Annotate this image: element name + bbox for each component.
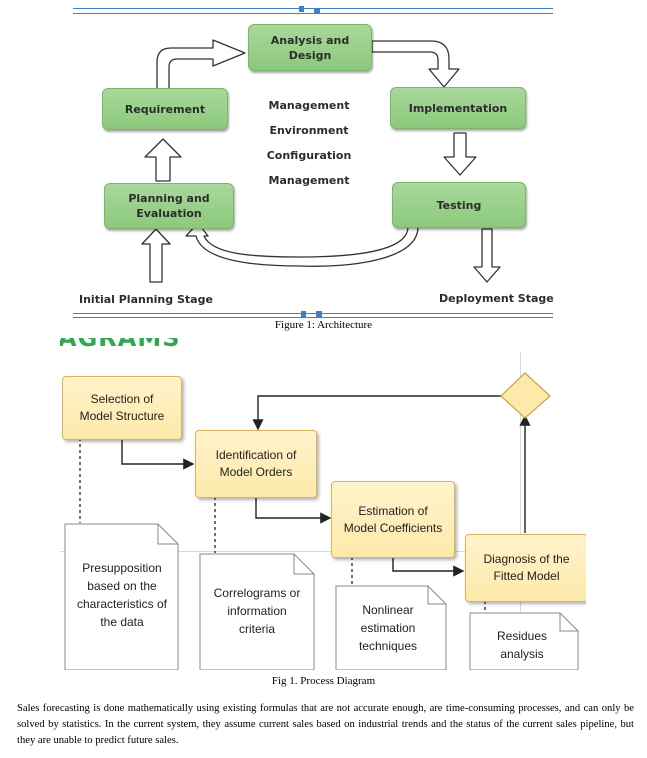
- architecture-arrows: [141, 39, 501, 283]
- note-residues-text: Residues analysis: [496, 629, 548, 661]
- arrow-implementation-to-testing: [443, 132, 477, 176]
- top-rule-marker: [299, 6, 304, 12]
- caption-figure-2: Fig 1. Process Diagram: [271, 675, 376, 687]
- note-correlograms-shape: [199, 553, 315, 670]
- note-nonlinear-fold: [427, 586, 446, 605]
- note-correlograms-text: Correlograms or information criteria: [213, 586, 301, 636]
- box-requirement: Requirement: [102, 88, 228, 130]
- bottom-rule-marker: [316, 311, 322, 317]
- guide-line: [520, 352, 521, 670]
- connector-estimation-to-diagnosis: [392, 557, 465, 577]
- note-residues-fold: [559, 613, 578, 632]
- note-presupposition-fold: [157, 524, 178, 545]
- bottom-rule-marker: [301, 311, 306, 317]
- note-correlograms-fold: [293, 554, 314, 575]
- center-label-line-3: Configuration: [266, 149, 352, 162]
- arrow-testing-to-deployment: [473, 228, 501, 283]
- connector-selection-to-identification: [121, 439, 195, 470]
- note-nonlinear-shape: [335, 585, 447, 670]
- center-label-line-4: Management: [268, 174, 350, 187]
- arrow-planning-to-requirement: [144, 138, 182, 182]
- body-paragraph: Sales forecasting is done mathematically…: [17, 703, 634, 746]
- arrow-requirement-to-analysis: [156, 39, 246, 91]
- diagram-header-fragment: AGRAMS: [60, 338, 181, 352]
- guide-line: [60, 551, 586, 552]
- process-connectors: [64, 372, 579, 670]
- step-selection-model-structure: Selection of Model Structure: [62, 376, 182, 440]
- connector-identification-to-estimation: [255, 497, 332, 524]
- step-diagnosis-fitted-model: Diagnosis of the Fitted Model: [465, 534, 586, 602]
- note-nonlinear-text: Nonlinear estimation techniques: [358, 603, 418, 653]
- decision-diamond: [500, 372, 551, 419]
- arrow-testing-to-planning-loop: [185, 222, 419, 267]
- note-residues-shape: [469, 612, 579, 670]
- step-identification-model-orders: Identification of Model Orders: [195, 430, 317, 498]
- deployment-stage-label: Deployment Stage: [439, 292, 554, 305]
- bottom-rule: [73, 313, 553, 318]
- center-label-line-2: Environment: [269, 124, 349, 137]
- caption-figure-1: Figure 1: Architecture: [274, 319, 373, 331]
- note-presupposition-shape: [64, 523, 179, 670]
- center-label-line-1: Management: [268, 99, 350, 112]
- arrow-analysis-to-implementation: [371, 40, 460, 88]
- figure-architecture: Analysis and Design Requirement Implemen…: [0, 0, 647, 330]
- box-testing: Testing: [392, 182, 526, 228]
- arrow-initial-to-planning: [141, 228, 171, 283]
- step-estimation-model-coefficients: Estimation of Model Coefficients: [331, 481, 455, 558]
- top-rule: [73, 8, 553, 14]
- box-implementation: Implementation: [390, 87, 526, 129]
- top-rule-marker: [314, 8, 320, 14]
- connector-decision-feedback: [252, 395, 503, 431]
- box-planning-evaluation: Planning and Evaluation: [104, 183, 234, 229]
- figure-process-diagram: AGRAMS: [60, 338, 586, 670]
- box-analysis-design: Analysis and Design: [248, 24, 372, 71]
- note-presupposition-text: Presupposition based on the characterist…: [76, 561, 168, 629]
- initial-planning-stage-label: Initial Planning Stage: [79, 293, 213, 306]
